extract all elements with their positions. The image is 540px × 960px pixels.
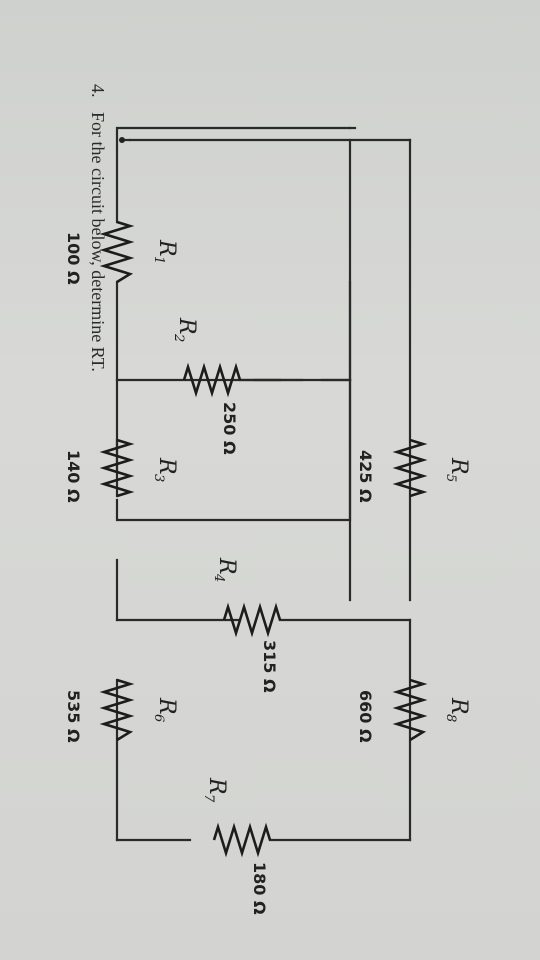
circuit-wires [115, 126, 412, 842]
r4-label: R [214, 557, 239, 575]
r8-subscript: 8 [443, 714, 458, 722]
r1-label: R [154, 239, 179, 257]
r2-subscript: 2 [171, 333, 186, 342]
resistor-r4 [222, 602, 282, 638]
r3-subscript: 3 [151, 474, 166, 482]
r6-value: 535 Ω [64, 690, 83, 743]
resistor-r2 [182, 362, 242, 398]
r1-value: 100 Ω [64, 232, 83, 285]
r1-subscript: 1 [151, 256, 166, 264]
question-text: For the circuit below, determine RT. [88, 112, 108, 372]
r5-label: R [446, 457, 471, 475]
r4-subscript: 4 [211, 573, 226, 582]
r7-subscript: 7 [201, 794, 216, 803]
r7-label: R [204, 777, 229, 795]
resistor-r1 [99, 220, 135, 284]
r8-label: R [446, 697, 471, 715]
r5-subscript: 5 [443, 474, 458, 482]
r8-value: 660 Ω [356, 690, 375, 743]
r3-label: R [154, 457, 179, 475]
r6-label: R [154, 697, 179, 715]
r6-subscript: 6 [151, 714, 166, 722]
r3-value: 140 Ω [64, 450, 83, 503]
r2-value: 250 Ω [220, 402, 239, 455]
resistor-r5 [392, 438, 428, 498]
r2-label: R [174, 317, 199, 335]
question-number: 4. [88, 84, 108, 98]
resistor-r7 [212, 822, 272, 858]
resistor-r3 [99, 438, 135, 498]
r7-value: 180 Ω [250, 862, 269, 915]
resistor-r8 [392, 678, 428, 742]
r4-value: 315 Ω [260, 640, 279, 693]
resistor-r6 [99, 678, 135, 742]
input-terminal [119, 137, 125, 143]
r5-value: 425 Ω [356, 450, 375, 503]
